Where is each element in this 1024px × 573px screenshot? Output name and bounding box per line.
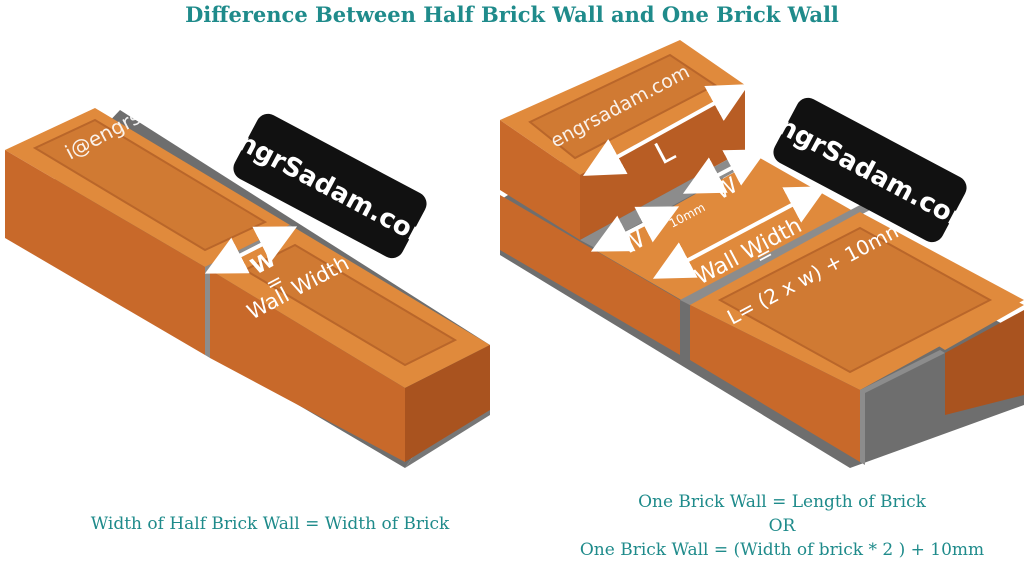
brick-header-front: [500, 120, 580, 240]
caption-one-brick-wall: One Brick Wall = Length of Brick OR One …: [540, 490, 1024, 562]
caption-half-brick-wall: Width of Half Brick Wall = Width of Bric…: [90, 514, 450, 534]
brick-left-1-frog: [32, 118, 268, 252]
brick-right-row1-front: [500, 195, 680, 355]
one-brick-wall: engrsadam.com L W W 10mm Wall Width = L=…: [500, 40, 1024, 468]
dimension-arrow-l: [582, 84, 750, 176]
mortar-joint-right-cross: [860, 350, 945, 465]
half-brick-wall: i@engrsadam.com W = Wall Width: [5, 55, 490, 468]
brick-left-2-side: [405, 345, 490, 462]
dimension-arrow-w-right: [682, 149, 768, 194]
brick-left-2-front: [210, 270, 405, 462]
brick-right-row2-front: [690, 305, 860, 462]
dimension-arrow-w-left: [204, 226, 298, 274]
brick-right-end-front: [945, 310, 1024, 415]
dimension-arrow-wall-width: [652, 186, 828, 279]
page-title: Difference Between Half Brick Wall and O…: [185, 2, 839, 27]
caption-one-brick-line3: One Brick Wall = (Width of brick * 2 ) +…: [579, 540, 985, 560]
caption-one-brick-line1: One Brick Wall = Length of Brick: [638, 492, 926, 512]
brick-left-1-front: [5, 150, 205, 355]
caption-one-brick-line2: OR: [768, 516, 796, 536]
